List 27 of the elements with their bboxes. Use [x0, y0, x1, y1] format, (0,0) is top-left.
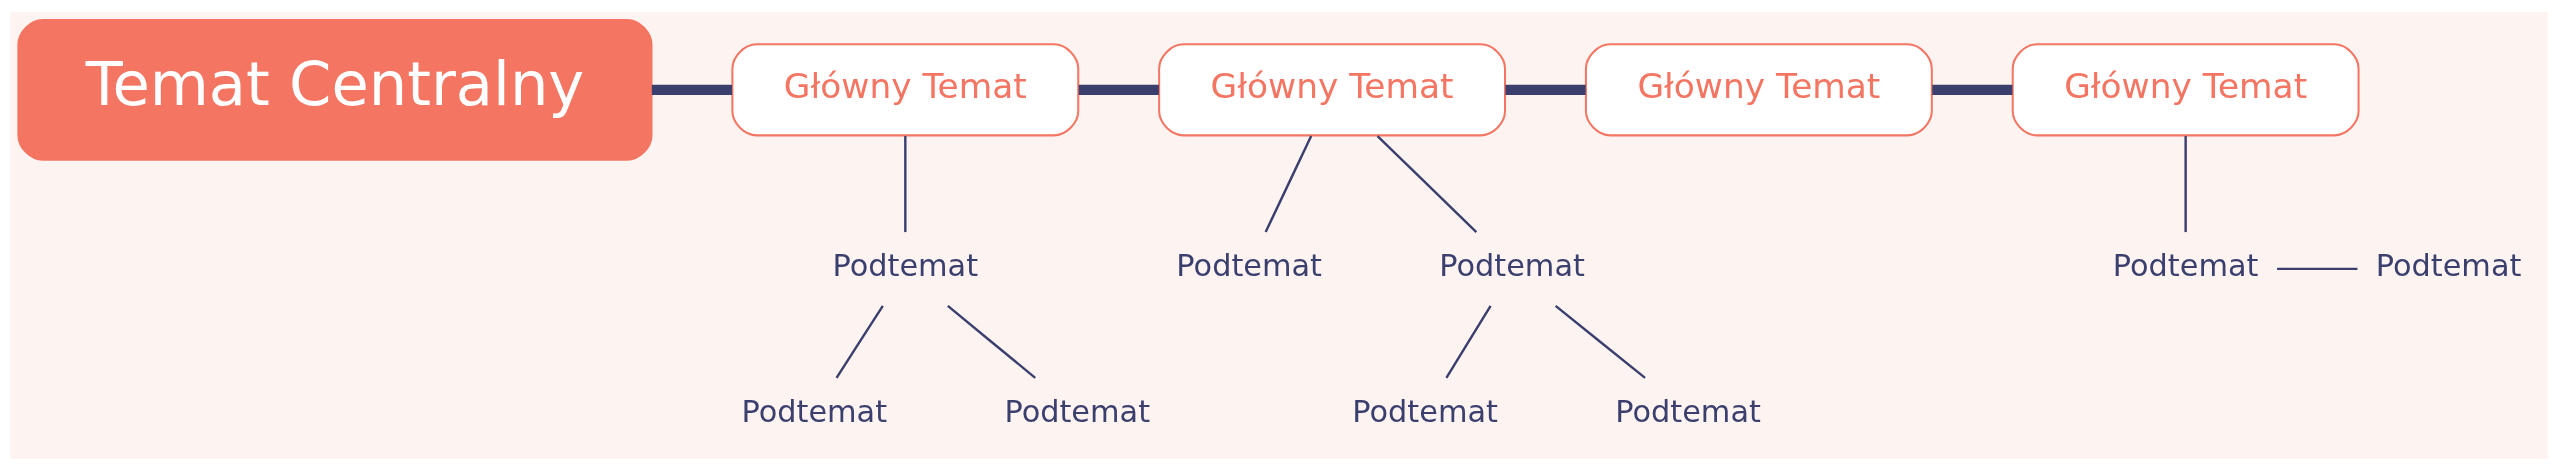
connector — [1554, 304, 1646, 379]
node-text: Podtemat — [1614, 393, 1761, 429]
connector — [835, 305, 884, 379]
connector — [903, 136, 907, 233]
node-box: Główny Temat — [2011, 43, 2360, 137]
connector — [1504, 84, 1586, 95]
node-box: Główny Temat — [1157, 43, 1506, 137]
connector — [1376, 135, 1477, 233]
node-text: Podtemat — [1003, 393, 1150, 429]
node-box: Główny Temat — [1584, 43, 1933, 137]
node-box: Temat Centralny — [16, 19, 652, 161]
connector — [946, 304, 1036, 379]
node-text: Podtemat — [832, 247, 978, 283]
node-text: Podtemat — [1175, 247, 1322, 283]
node-text: Podtemat — [741, 393, 887, 429]
node-text: Podtemat — [2375, 247, 2521, 283]
connector — [2183, 136, 2187, 233]
node-box: Główny Temat — [730, 43, 1079, 137]
connector — [651, 84, 732, 95]
connector — [1078, 84, 1159, 95]
connector — [1264, 135, 1312, 233]
connector — [1444, 305, 1492, 379]
node-text: Podtemat — [2112, 247, 2258, 283]
connector — [2276, 267, 2357, 271]
connector — [1931, 84, 2012, 95]
node-text: Podtemat — [1351, 393, 1498, 429]
node-text: Podtemat — [1438, 247, 1585, 283]
